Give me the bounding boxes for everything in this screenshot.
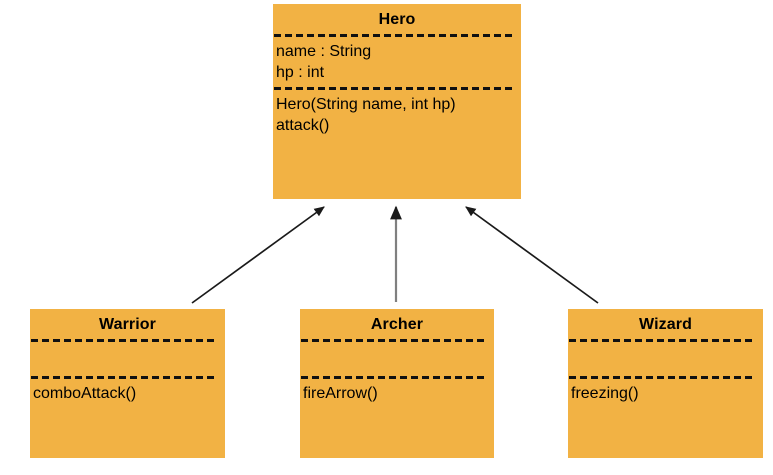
class-methods-warrior: comboAttack() bbox=[30, 383, 225, 404]
class-method: fireArrow() bbox=[303, 385, 378, 402]
class-method: comboAttack() bbox=[33, 385, 137, 402]
class-divider-attributes-wizard bbox=[569, 339, 755, 342]
class-divider-attributes-warrior bbox=[31, 339, 217, 342]
class-name-wizard: Wizard bbox=[639, 316, 692, 333]
class-attributes-hero: name : String hp : int bbox=[273, 41, 521, 83]
class-divider-attributes-archer bbox=[301, 339, 486, 342]
class-methods-hero: Hero(String name, int hp) attack() bbox=[273, 94, 521, 136]
class-divider-methods-hero bbox=[274, 87, 513, 90]
class-divider-methods-warrior bbox=[31, 376, 217, 379]
class-attribute: name : String bbox=[276, 43, 372, 60]
class-name-archer: Archer bbox=[370, 316, 424, 333]
inheritance-arrow-wizard-to-hero bbox=[465, 206, 599, 304]
class-box-warrior[interactable]: Warrior comboAttack() bbox=[30, 309, 225, 458]
class-name-warrior: Warrior bbox=[98, 316, 156, 333]
class-method: attack() bbox=[276, 117, 330, 134]
inheritance-arrow-warrior-to-hero bbox=[191, 206, 325, 304]
class-methods-archer: fireArrow() bbox=[300, 383, 494, 404]
class-divider-attributes-hero bbox=[274, 34, 513, 37]
class-divider-methods-archer bbox=[301, 376, 486, 379]
class-method: Hero(String name, int hp) bbox=[276, 96, 456, 113]
class-method: freezing() bbox=[571, 385, 639, 402]
class-divider-methods-wizard bbox=[569, 376, 755, 379]
class-box-wizard[interactable]: Wizard freezing() bbox=[568, 309, 763, 458]
class-methods-wizard: freezing() bbox=[568, 383, 763, 404]
class-box-hero[interactable]: Hero name : String hp : int Hero(String … bbox=[273, 4, 521, 199]
class-attribute: hp : int bbox=[276, 64, 325, 81]
class-box-archer[interactable]: Archer fireArrow() bbox=[300, 309, 494, 458]
class-name-hero: Hero bbox=[378, 11, 416, 28]
